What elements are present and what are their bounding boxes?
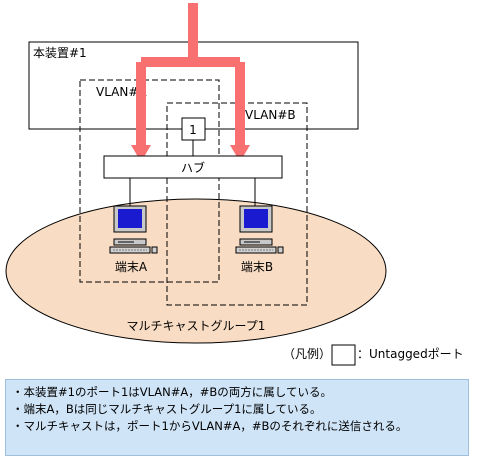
terminal-b-label: 端末B: [241, 260, 273, 274]
computer-icon: [109, 205, 158, 254]
device-label: 本装置#1: [33, 46, 87, 60]
vlan-a-area: [79, 79, 220, 283]
legend-prefix: （凡例）: [283, 347, 331, 361]
legend-item-label: ：Untaggedポート: [357, 347, 464, 361]
hub-box: [103, 155, 283, 179]
multicast-arrow: [131, 3, 250, 162]
multicast-group-ellipse: [5, 198, 387, 344]
legend-port-box: [331, 344, 356, 366]
note-line: ・端末A，Bは同じマルチキャストグループ1に属している。: [12, 402, 322, 416]
note-line: ・マルチキャストは，ポート1からVLAN#A，#Bのそれぞれに送信される。: [12, 419, 408, 433]
terminal-a-label: 端末A: [115, 260, 148, 274]
note-line: ・本装置#1のポート1はVLAN#A，#Bの両方に属している。: [12, 385, 332, 399]
port-1-label: 1: [189, 123, 197, 137]
computer-icon: [235, 205, 284, 254]
notes-panel: ・本装置#1のポート1はVLAN#A，#Bの両方に属している。 ・端末A，Bは同…: [5, 379, 469, 456]
port-1-box: [181, 117, 206, 141]
multicast-group-label: マルチキャストグループ1: [127, 319, 266, 333]
vlan-a-label: VLAN#A: [96, 85, 147, 99]
hub-label: ハブ: [181, 160, 205, 175]
hub-to-terminal-lines: [129, 178, 256, 206]
vlan-b-label: VLAN#B: [245, 108, 296, 122]
